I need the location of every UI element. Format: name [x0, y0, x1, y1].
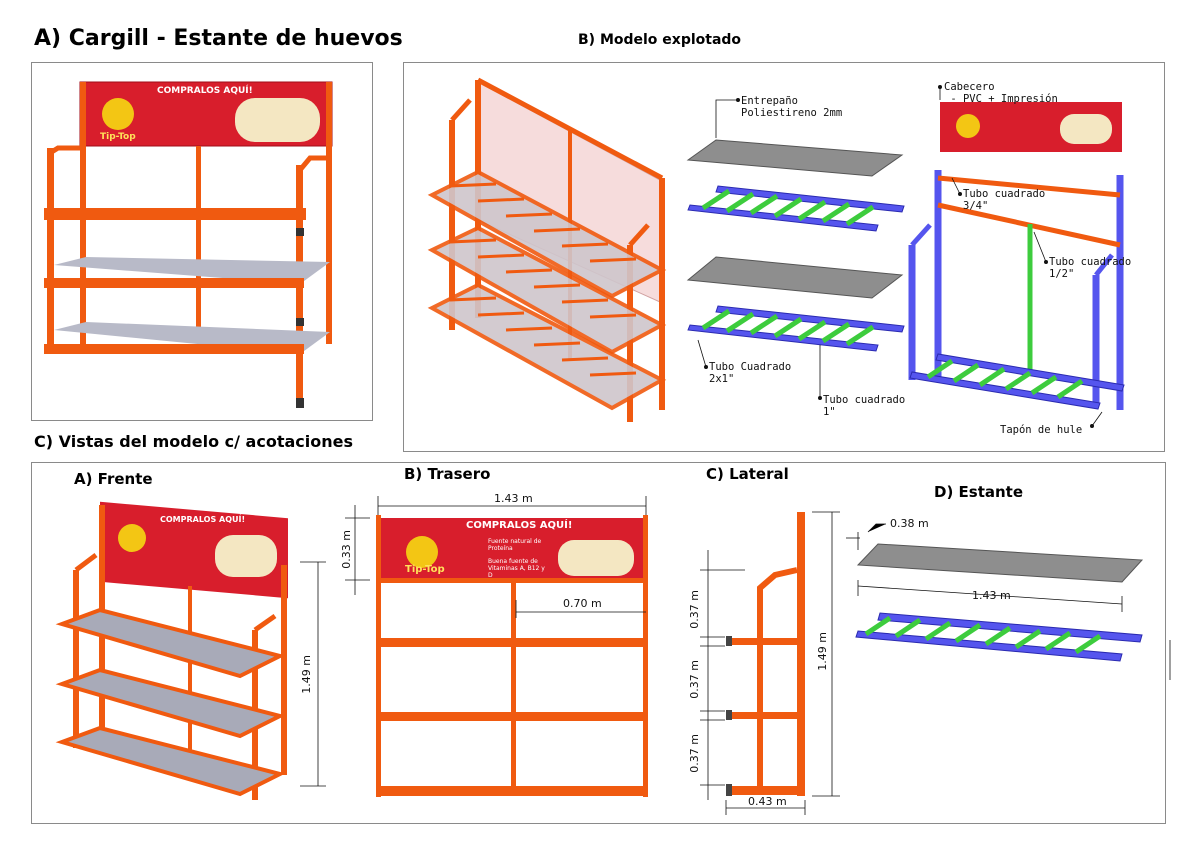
- dim-side-gap2: 0.37 m: [688, 660, 701, 699]
- back-banner-line2: Buena fuente de Vitaminas A, B12 y D: [488, 558, 545, 579]
- dim-side-height: 1.49 m: [816, 632, 829, 671]
- front-view-title: A) Frente: [74, 470, 153, 488]
- dim-back-banner-height: 0.33 m: [340, 530, 353, 569]
- dim-back-width: 1.43 m: [494, 492, 533, 505]
- dim-back-half: 0.70 m: [563, 597, 602, 610]
- back-view-title: B) Trasero: [404, 465, 491, 483]
- label-tapon: Tapón de hule: [1000, 424, 1083, 436]
- dim-side-gap3: 0.37 m: [688, 734, 701, 773]
- dim-side-gap1: 0.37 m: [688, 590, 701, 629]
- dim-shelf-width: 1.43 m: [972, 589, 1011, 602]
- shelf-view-title: D) Estante: [934, 483, 1024, 501]
- side-view-title: C) Lateral: [706, 465, 789, 483]
- back-banner-line1: Fuente natural de Proteína: [488, 538, 542, 552]
- main-title: A) Cargill - Estante de huevos: [34, 26, 403, 51]
- dim-side-depth: 0.43 m: [748, 795, 787, 808]
- exploded-title: B) Modelo explotado: [578, 32, 742, 48]
- front-banner-headline: COMPRALOS AQUÍ!: [160, 515, 246, 524]
- render-banner-headline: COMPRALOS AQUÍ!: [157, 86, 253, 96]
- dim-front-height: 1.49 m: [300, 655, 313, 694]
- back-banner-brand: Tip-Top: [405, 564, 445, 575]
- back-banner-headline: COMPRALOS AQUÍ!: [466, 520, 573, 531]
- views-title: C) Vistas del modelo c/ acotaciones: [34, 432, 353, 451]
- label-tubo-3-4: Tubo cuadrado 3/4": [963, 188, 1046, 212]
- label-tubo-2x1: Tubo Cuadrado 2x1": [709, 361, 792, 385]
- label-tubo-1: Tubo cuadrado 1": [823, 394, 906, 418]
- label-entrepano: Entrepaño Poliestireno 2mm: [741, 95, 843, 119]
- render-banner-brand: Tip-Top: [100, 132, 136, 142]
- dim-shelf-depth: 0.38 m: [890, 517, 929, 530]
- label-tubo-1-2: Tubo cuadrado 1/2": [1049, 256, 1132, 280]
- label-cabecero: Cabecero - PVC + Impresión: [944, 81, 1058, 105]
